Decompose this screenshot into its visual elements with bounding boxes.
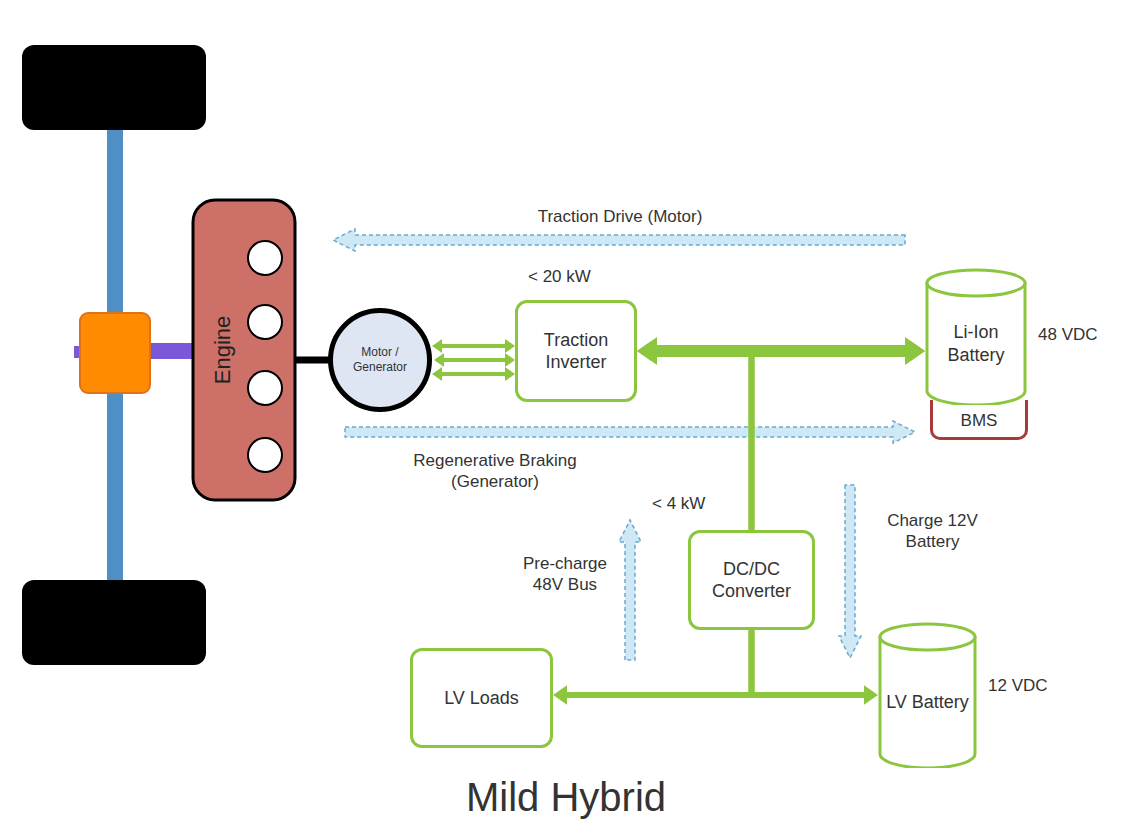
- engine-block: [193, 200, 295, 500]
- connector: [295, 360, 330, 361]
- node-text: LV Loads: [444, 687, 519, 710]
- node-text: Engine: [210, 316, 236, 385]
- bms-band: BMS: [930, 400, 1028, 440]
- power-rating: < 4 kW: [652, 493, 732, 514]
- diagram-title: Mild Hybrid: [0, 775, 1132, 820]
- connector: [752, 630, 879, 705]
- voltage-label: 48 VDC: [1038, 324, 1128, 345]
- connector: [752, 341, 926, 530]
- cylinder-bore: [248, 241, 282, 275]
- engine-node: Engine: [193, 200, 253, 500]
- arrow-head: [434, 353, 444, 367]
- flow-label: Regenerative Braking (Generator): [395, 450, 595, 493]
- connector: [637, 341, 752, 530]
- drive-shaft: [148, 343, 198, 359]
- arrow-head: [505, 353, 515, 367]
- connector-line: [564, 630, 751, 695]
- arrow-head: [911, 341, 925, 361]
- connector: [432, 339, 515, 381]
- motor-generator-circle: Motor / Generator: [328, 308, 432, 412]
- voltage-label: 12 VDC: [988, 675, 1078, 696]
- connector-line: [442, 358, 507, 362]
- arrow-head: [505, 339, 515, 353]
- node-text: Motor / Generator: [339, 345, 421, 375]
- connector-line: [648, 351, 751, 530]
- arrow-head: [637, 341, 651, 361]
- flow-label: Pre-charge 48V Bus: [515, 553, 615, 596]
- connector-line: [440, 372, 507, 376]
- connector-line: [440, 344, 507, 348]
- arrow-head: [432, 339, 442, 353]
- connector-line: [752, 630, 867, 695]
- arrow-head: [553, 685, 567, 705]
- node-text: Traction Inverter: [524, 329, 628, 374]
- power-rating: < 20 kW: [528, 266, 618, 287]
- node-text: Li-Ion Battery: [931, 321, 1021, 366]
- flow-label: Traction Drive (Motor): [480, 206, 760, 227]
- cylinder-bore: [248, 371, 282, 405]
- inverter-box: Traction Inverter: [515, 300, 637, 402]
- connector: [553, 630, 752, 705]
- cylinder-body: [880, 636, 975, 768]
- node-text: BMS: [961, 411, 998, 431]
- wheel: [22, 580, 206, 665]
- arrow-head: [432, 367, 442, 381]
- flow-label: Charge 12V Battery: [880, 510, 985, 553]
- cylinder-bore: [248, 438, 282, 472]
- cylinder-top: [880, 624, 975, 650]
- loads-box: LV Loads: [410, 648, 553, 748]
- connector-line: [752, 351, 914, 530]
- differential: [80, 313, 150, 393]
- arrow-head: [864, 685, 878, 705]
- cylinder-body: [927, 282, 1025, 405]
- converter-box: DC/DC Converter: [688, 530, 815, 630]
- connector-line: [295, 357, 330, 364]
- battery-cylinder: Li-Ion Battery: [925, 268, 1027, 405]
- wheel: [22, 45, 206, 130]
- arrow-head: [505, 367, 515, 381]
- cylinder-top: [927, 270, 1025, 296]
- node-text: DC/DC Converter: [697, 558, 806, 603]
- flow-arrow: [333, 229, 915, 660]
- battery-cylinder: LV Battery: [878, 622, 977, 768]
- cylinder-bore: [248, 305, 282, 339]
- node-text: LV Battery: [886, 691, 969, 714]
